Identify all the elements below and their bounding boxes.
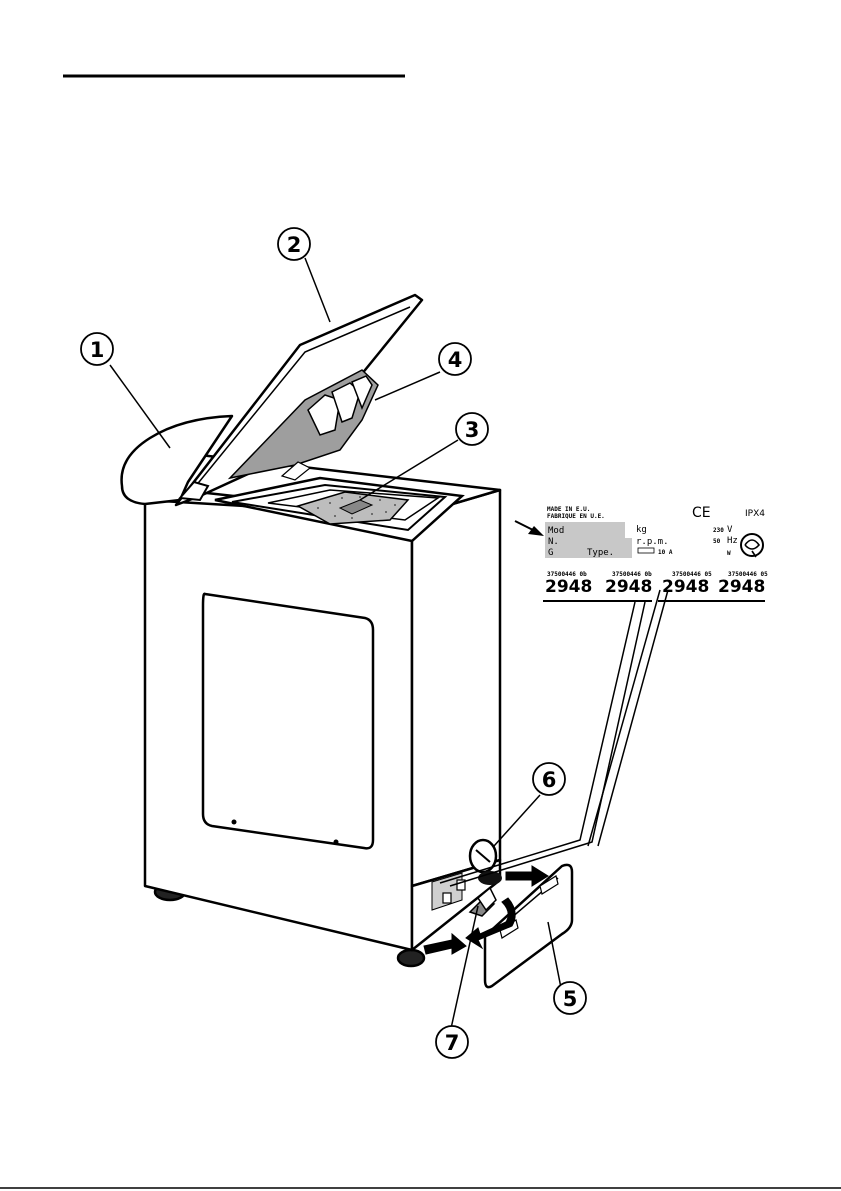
plate-n: N. (548, 537, 559, 547)
fuse-icon (638, 548, 654, 553)
plinth-slot-1 (443, 893, 451, 903)
callout-5-label: 5 (563, 987, 578, 1011)
plate-rpm: r.p.m. (636, 537, 669, 547)
plate-fabrique: FABRIQUE EN U.E. (547, 513, 605, 520)
front-right-foot (398, 950, 424, 966)
callout-6-label: 6 (542, 768, 557, 792)
plate-fuse: 10 A (658, 549, 673, 556)
plate-number-4: 2948 (718, 577, 765, 597)
front-inspection-window (203, 594, 373, 849)
plate-hz-value: 50 (713, 538, 721, 545)
callout-1-label: 1 (90, 338, 105, 362)
callout-2-label: 2 (287, 233, 302, 257)
plate-kg: kg (636, 525, 647, 535)
plate-made-in: MADE IN E.U. (547, 506, 590, 513)
plate-number-1: 2948 (545, 577, 592, 597)
plate-hz-unit: Hz (727, 536, 738, 546)
side-panel (412, 490, 500, 886)
plate-ipx: IPX4 (745, 509, 765, 519)
plate-volt-unit: V (727, 525, 733, 535)
plate-volt-value: 230 (713, 527, 724, 534)
callout-2: 2 (278, 228, 310, 260)
callout-1: 1 (81, 333, 113, 365)
callout-7-label: 7 (445, 1031, 460, 1055)
callout-6: 6 (533, 763, 565, 795)
plate-type: Type. (587, 548, 614, 558)
callout-7: 7 (436, 1026, 468, 1058)
window-screw-right (334, 840, 339, 845)
callout-4: 4 (439, 343, 471, 375)
rating-plate: MADE IN E.U. FABRIQUE EN U.E. CE IPX4 Mo… (543, 505, 768, 601)
callout-3-label: 3 (465, 418, 480, 442)
callout-5: 5 (554, 982, 586, 1014)
plate-watt-unit: W (727, 550, 731, 557)
plate-mod: Mod (548, 526, 564, 536)
plate-ce-mark: CE (692, 505, 711, 521)
certification-mark-icon (741, 534, 763, 557)
plate-number-3: 2948 (662, 577, 709, 597)
plate-number-2: 2948 (605, 577, 652, 597)
plate-pointer-arrow (515, 521, 544, 536)
callout-4-label: 4 (448, 348, 463, 372)
window-screw-left (232, 820, 237, 825)
plate-g: G (548, 548, 553, 558)
callout-3: 3 (456, 413, 488, 445)
